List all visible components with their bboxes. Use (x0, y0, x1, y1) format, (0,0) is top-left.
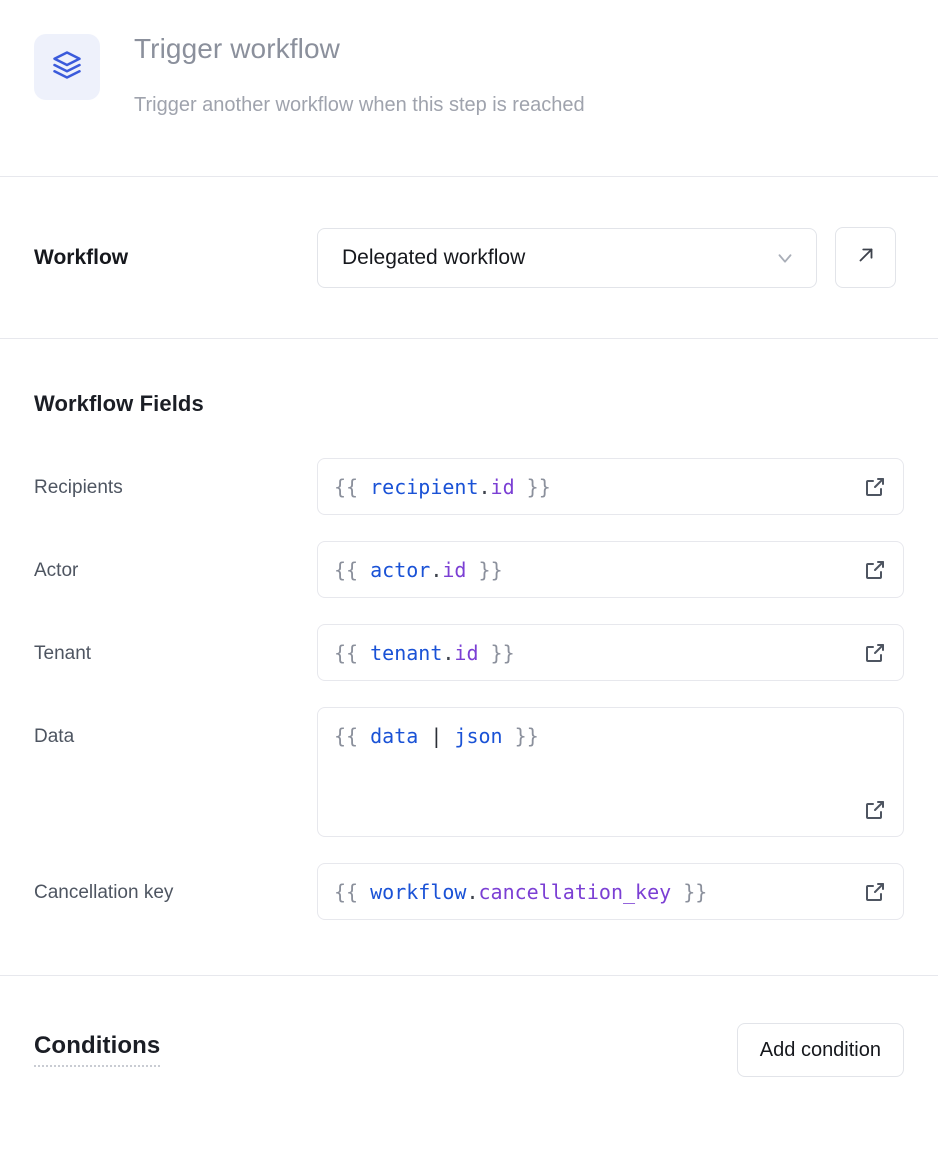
field-label: Tenant (34, 643, 92, 664)
workflow-select-value: Delegated workflow (342, 245, 526, 269)
workflow-fields-title: Workflow Fields (34, 391, 204, 416)
code-token-dot: . (466, 879, 479, 904)
panel-header-text: Trigger workflow Trigger another workflo… (134, 30, 585, 118)
open-workflow-button[interactable] (835, 227, 896, 288)
code-token-brace: }} (466, 557, 503, 582)
workflow-fields-section: Workflow Fields Recipients{{ recipient.i… (0, 339, 938, 975)
field-input[interactable]: {{ tenant.id }} (317, 624, 904, 681)
external-link-icon[interactable] (863, 641, 887, 665)
code-token-brace: {{ (334, 724, 371, 748)
code-token-brace: }} (671, 879, 708, 904)
field-value: {{ recipient.id }} (334, 473, 551, 501)
field-label: Cancellation key (34, 882, 174, 903)
fields-bottom-spacer (34, 920, 904, 975)
code-token-brace: {{ (334, 557, 371, 582)
field-value: {{ actor.id }} (334, 556, 503, 584)
field-value: {{ tenant.id }} (334, 639, 515, 667)
code-token-obj: actor (370, 557, 431, 582)
field-row: Data {{ data | json }} (34, 707, 904, 837)
page-title: Trigger workflow (134, 33, 340, 64)
code-token-dot: . (478, 474, 491, 499)
field-textarea[interactable]: {{ data | json }} (317, 707, 904, 837)
code-token-obj: recipient (370, 474, 479, 499)
code-token-dot: . (442, 640, 455, 665)
external-link-icon[interactable] (863, 798, 887, 822)
workflow-select[interactable]: Delegated workflow (317, 227, 817, 288)
code-token-filter: json (454, 724, 503, 748)
field-row: Actor {{ actor.id }} (34, 541, 904, 598)
divider-header (0, 176, 938, 177)
page-subtitle: Trigger another workflow when this step … (134, 94, 585, 116)
workflow-fields-list: Recipients{{ recipient.id }}Actor{{ acto… (34, 458, 904, 920)
external-link-icon[interactable] (863, 475, 887, 499)
field-row: Recipients {{ recipient.id }} (34, 458, 904, 515)
code-token-pipe: | (430, 724, 443, 748)
divider-workflow (0, 338, 938, 339)
field-label: Actor (34, 560, 79, 581)
code-token-brace: {{ (334, 474, 371, 499)
code-token-brace: }} (478, 640, 515, 665)
code-token-obj: tenant (370, 640, 443, 665)
code-token-brace: }} (502, 724, 539, 748)
field-value: {{ data | json }} (334, 722, 539, 750)
chevron-down-icon (774, 247, 796, 269)
conditions-title: Conditions (34, 1032, 161, 1067)
add-condition-button[interactable]: Add condition (736, 1022, 904, 1077)
code-token-prop: id (490, 474, 515, 499)
code-token-brace: {{ (334, 640, 371, 665)
field-row: Tenant {{ tenant.id }} (34, 624, 904, 681)
code-token-prop: id (442, 557, 467, 582)
code-token-prop: cancellation_key (478, 879, 672, 904)
field-label: Data (34, 726, 75, 747)
conditions-section: Conditions Add condition (0, 976, 938, 1123)
workflow-label: Workflow (34, 245, 129, 269)
code-token-brace: {{ (334, 879, 371, 904)
panel-header: Trigger workflow Trigger another workflo… (0, 0, 938, 176)
arrow-up-right-icon (855, 244, 877, 271)
code-token-brace: }} (514, 474, 551, 499)
code-token-obj: workflow (370, 879, 467, 904)
code-token-brace (418, 724, 430, 748)
divider-conditions (0, 975, 938, 976)
external-link-icon[interactable] (863, 880, 887, 904)
external-link-icon[interactable] (863, 558, 887, 582)
field-row: Cancellation key {{ workflow.cancellation… (34, 863, 904, 920)
code-token-dot: . (430, 557, 443, 582)
code-token-obj: data (370, 724, 419, 748)
field-input[interactable]: {{ actor.id }} (317, 541, 904, 598)
field-input[interactable]: {{ recipient.id }} (317, 458, 904, 515)
code-token-brace (442, 724, 454, 748)
field-input[interactable]: {{ workflow.cancellation_key }} (317, 863, 904, 920)
field-label: Recipients (34, 477, 123, 498)
field-value: {{ workflow.cancellation_key }} (334, 878, 707, 906)
code-token-prop: id (454, 640, 479, 665)
layers-icon-container (34, 34, 100, 100)
workflow-row: Workflow Delegated workflow (0, 177, 938, 338)
layers-icon (52, 50, 82, 85)
